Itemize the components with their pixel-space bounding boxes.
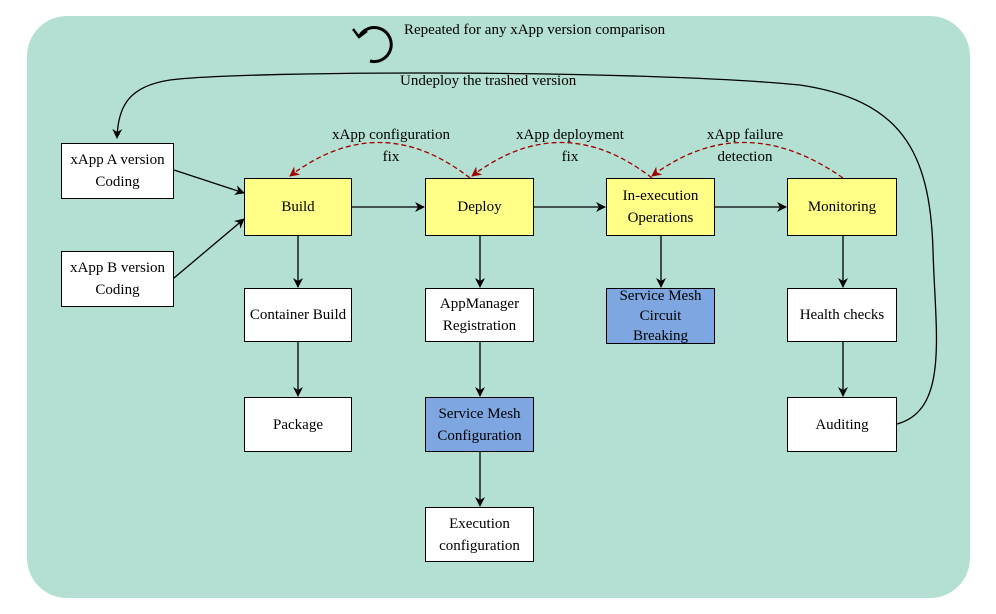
arrow-coding-b-to-build <box>173 218 245 279</box>
in-exec-label: In-execution Operations <box>622 188 699 226</box>
exec-config-box: Execution configuration <box>425 507 534 562</box>
monitoring-label: Monitoring <box>807 199 877 215</box>
package-label: Package <box>273 416 323 433</box>
health-checks-box: Health checks <box>787 288 897 342</box>
undeploy-label: Undeploy the trashed version <box>400 73 577 89</box>
appmanager-label: AppManager Registration <box>439 296 520 334</box>
deploy-box: Deploy <box>425 178 534 236</box>
build-box: Build <box>244 178 352 236</box>
sm-circuit-box: Service Mesh Circuit Breaking <box>606 288 715 344</box>
feedback-arrow-failure <box>651 141 844 179</box>
sm-circuit-label: Service Mesh Circuit Breaking <box>619 288 702 344</box>
appmanager-box: AppManager Registration <box>425 288 534 342</box>
build-label: Build <box>281 199 315 215</box>
auditing-box: Auditing <box>787 397 897 452</box>
feedback-arrow-config-fix <box>289 141 471 179</box>
config-fix-label: xApp configuration fix <box>332 127 450 165</box>
feedback-arrow-deploy-fix <box>471 141 653 179</box>
failure-detection-label: xApp failure detection <box>706 127 784 165</box>
container-build-box: Container Build <box>244 288 352 342</box>
health-checks-label: Health checks <box>799 307 885 323</box>
deploy-fix-label: xApp deployment fix <box>516 127 624 165</box>
repeat-cycle-icon <box>352 26 393 64</box>
auditing-label: Auditing <box>815 416 869 433</box>
exec-config-label: Execution configuration <box>439 515 520 554</box>
container-build-label: Container Build <box>249 307 347 323</box>
coding-a-box: xApp A version Coding <box>61 143 174 199</box>
coding-a-label: xApp A version Coding <box>70 152 165 190</box>
diagram-title: Repeated for any xApp version comparison <box>404 22 666 38</box>
sm-config-box: Service Mesh Configuration <box>425 397 534 452</box>
deploy-label: Deploy <box>457 199 502 215</box>
undeploy-loop-arrow <box>112 72 938 425</box>
arrow-coding-a-to-build <box>173 169 245 195</box>
in-exec-box: In-execution Operations <box>606 178 715 236</box>
package-box: Package <box>244 397 352 452</box>
coding-b-label: xApp B version Coding <box>70 260 165 298</box>
monitoring-box: Monitoring <box>787 178 897 236</box>
coding-b-box: xApp B version Coding <box>61 251 174 307</box>
sm-config-label: Service Mesh Configuration <box>437 405 522 444</box>
